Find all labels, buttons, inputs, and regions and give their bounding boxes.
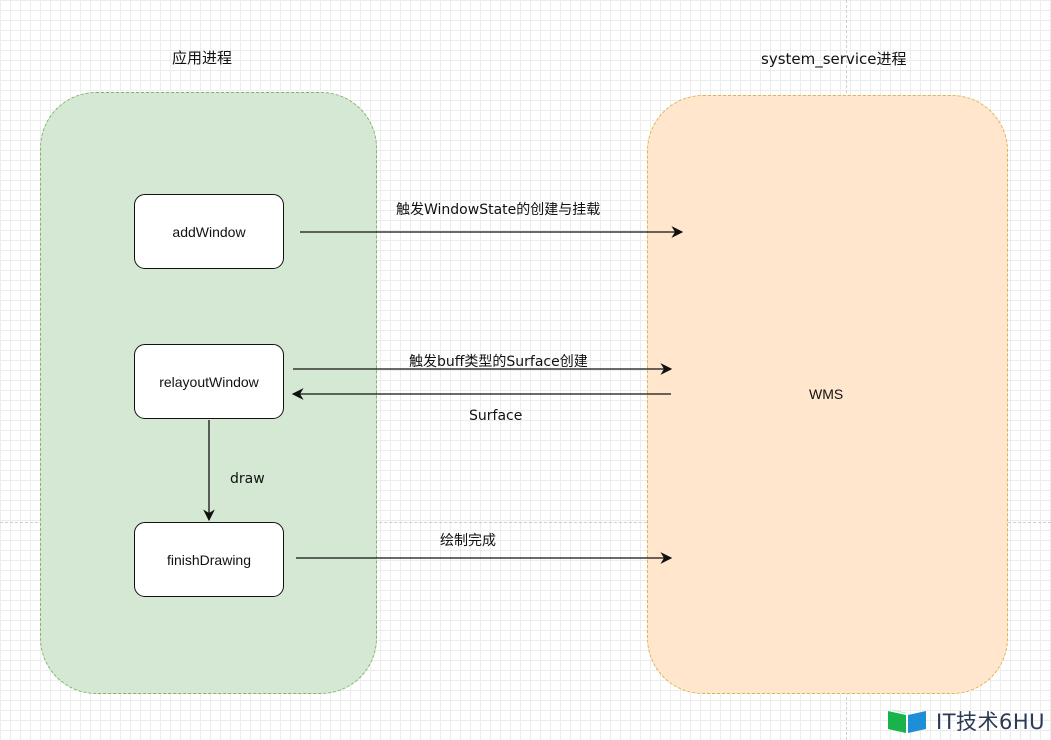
edge-label-draw: draw: [230, 471, 265, 487]
edge-label-create-surface: 触发buff类型的Surface创建: [409, 354, 588, 370]
wms-label: WMS: [809, 386, 844, 402]
relayout-window-node[interactable]: relayoutWindow: [134, 344, 284, 419]
system-service-title: system_service进程: [761, 50, 907, 68]
watermark: IT技术6HU: [886, 706, 1045, 736]
edge-label-surface: Surface: [469, 408, 523, 424]
relayout-window-label: relayoutWindow: [159, 373, 259, 390]
watermark-text: IT技术6HU: [936, 710, 1046, 734]
app-process-title: 应用进程: [172, 49, 233, 67]
canvas-guide-horizontal: [0, 522, 1051, 523]
book-logo-icon: [888, 709, 926, 733]
finish-drawing-label: finishDrawing: [166, 551, 252, 568]
edge-label-create-windowstate: 触发WindowState的创建与挂载: [396, 202, 601, 218]
add-window-label: addWindow: [172, 223, 246, 240]
add-window-node[interactable]: addWindow: [134, 194, 284, 269]
edge-label-drawing-done: 绘制完成: [440, 533, 496, 549]
finish-drawing-node[interactable]: finishDrawing: [134, 522, 284, 597]
